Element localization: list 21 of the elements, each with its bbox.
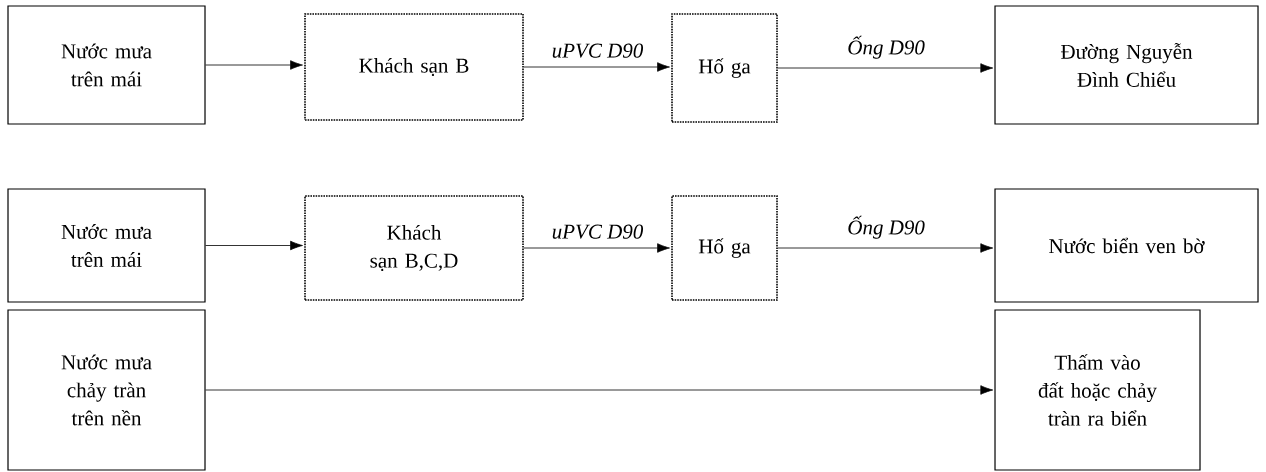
arrow (523, 62, 670, 72)
arrow (205, 240, 303, 251)
edge-label: Ống D90 (848, 215, 925, 239)
arrow (205, 385, 994, 395)
arrow (777, 243, 994, 253)
process-box: Nước mưa trên mái (7, 188, 206, 303)
arrow (523, 243, 670, 253)
process-box: Nước biển ven bờ (994, 188, 1259, 303)
edge-label: uPVC D90 (552, 43, 644, 58)
process-box: Đường Nguyễn Đình Chiểu (994, 5, 1259, 125)
edge-label: Ống D90 (848, 35, 925, 59)
dotted-box: Hố ga (671, 195, 778, 301)
process-box: Thấm vào đất hoặc chảy tràn ra biển (994, 309, 1201, 471)
process-box: Nước mưa trên mái (7, 5, 206, 125)
dotted-box: Khách sạn B,C,D (304, 195, 524, 301)
dotted-box: Khách sạn B (304, 13, 524, 121)
process-box: Nước mưa chảy tràn trên nền (7, 309, 206, 471)
arrow (777, 63, 994, 73)
edge-label: uPVC D90 (552, 224, 644, 239)
arrow (205, 60, 303, 70)
dotted-box: Hố ga (671, 13, 778, 123)
